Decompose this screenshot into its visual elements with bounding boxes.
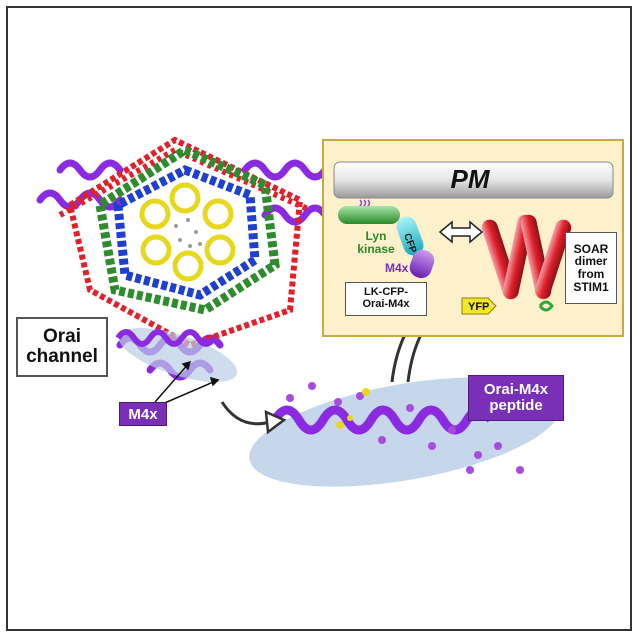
curved-arrow-icon <box>220 401 271 426</box>
lk-label-line2: Orai-M4x <box>362 298 410 310</box>
red-helix-ring <box>58 136 312 349</box>
double-headed-arrow-icon <box>438 220 484 244</box>
pm-label: PM <box>450 164 490 194</box>
orai-m4x-peptide-label: Orai-M4x peptide <box>468 375 564 421</box>
m4x-highlight-ellipse <box>118 328 238 382</box>
soar-dimer-label: SOAR dimer from STIM1 <box>565 232 617 304</box>
orai-label-line1: Orai <box>42 326 82 348</box>
soar-label-line1: SOAR <box>573 241 609 256</box>
orai-m4x-peptide-helix <box>271 382 524 474</box>
yfp-label: YFP <box>468 301 489 313</box>
yellow-pore-helices <box>139 182 236 282</box>
lyn-kinase-cylinder <box>338 206 400 224</box>
soar-label-line2: dimer <box>574 254 608 269</box>
cfp-cylinder <box>396 216 424 256</box>
soar-dimer <box>481 214 572 300</box>
plasma-membrane <box>333 161 614 199</box>
green-linker-icon <box>538 300 554 312</box>
m4x-pointer-arrows <box>154 360 220 406</box>
lyn-kinase-label: Lyn kinase <box>352 230 400 255</box>
m4x-small-label: M4x <box>385 261 409 275</box>
soar-label-line4: STIM1 <box>573 279 609 294</box>
orai-label-line2: channel <box>26 346 98 367</box>
peptide-label-line2: peptide <box>489 397 543 414</box>
peptide-label-line1: Orai-M4x <box>483 381 549 399</box>
lyn-label-line1: Lyn <box>365 229 387 243</box>
orai-channel-label: Orai channel <box>16 317 108 377</box>
lyn-label-line2: kinase <box>357 241 395 256</box>
pore-residues <box>174 218 202 248</box>
curved-arrow-head-icon <box>264 409 287 435</box>
m4x-tag: M4x <box>119 402 167 426</box>
blue-helix-ring <box>113 165 260 300</box>
m4x-cylinder <box>409 249 435 279</box>
lk-cfp-orai-m4x-label: LK-CFP- Orai-M4x <box>345 282 427 316</box>
m4x-helix <box>115 329 217 347</box>
yfp-tag <box>461 297 497 315</box>
soar-label-line3: from <box>577 267 605 281</box>
lk-label-line1: LK-CFP- <box>364 286 408 299</box>
